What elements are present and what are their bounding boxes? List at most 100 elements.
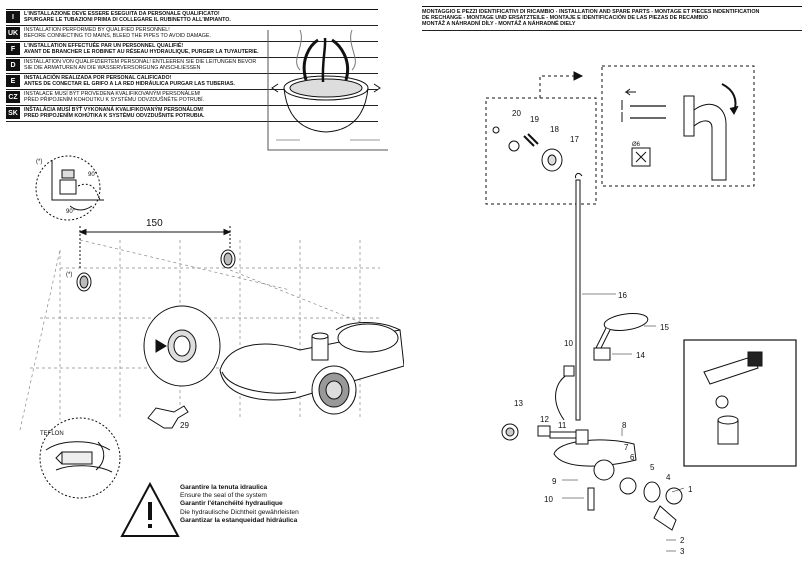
part-label: 13 (514, 399, 523, 408)
optional-mark: (*) (66, 272, 72, 278)
language-row: E INSTALACIÓN REALIZADA POR PERSONAL CALI… (6, 75, 378, 88)
warning-line: Garantir l'étanchéité hydraulique (180, 500, 283, 508)
cartridge-parts (587, 477, 683, 531)
mixer-body (219, 322, 404, 415)
language-code: E (6, 75, 20, 87)
language-row: F L'INSTALLATION EFFECTUÉE PAR UN PERSONN… (6, 43, 378, 56)
part-label: 16 (618, 291, 627, 300)
part-label: 3 (680, 547, 685, 556)
row-divider (6, 41, 378, 42)
header-top-rule (6, 9, 378, 10)
part-label: 10 (544, 495, 553, 504)
warning-line: Die hydraulische Dichtheit gewährleisten (180, 508, 299, 516)
language-warning-text: INSTALACIÓN REALIZADA POR PERSONAL CALIF… (24, 75, 235, 87)
language-warning-text: INSTALLATION PERFORMED BY QUALIFIED PERS… (24, 27, 211, 39)
hose-holder-detail (703, 351, 763, 445)
language-row: SK INŠTALÁCIA MUSÍ BÝŤ VYKONANÁ KVALIFIKO… (6, 107, 378, 120)
hose (555, 365, 575, 421)
warning-line: Ensure the seal of the system (180, 492, 267, 500)
part-label: 14 (636, 351, 645, 360)
part-label: 18 (550, 125, 559, 134)
warning-line-2: AVANT DE BRANCHER LE ROBINET AU RÉSEAU H… (24, 49, 259, 56)
language-code: UK (6, 27, 20, 39)
part-label: 8 (622, 421, 627, 430)
warning-line-1: INSTALLATION VON QUALIFIZIERTEM PERSONAL… (24, 59, 257, 65)
warning-line-1: L'INSTALLAZIONE DEVE ESSERE ESEGUITA DA … (24, 11, 220, 17)
row-divider (6, 121, 378, 122)
part-label: 10 (564, 339, 573, 348)
language-code: I (6, 11, 20, 23)
language-row: UK INSTALLATION PERFORMED BY QUALIFIED PE… (6, 27, 378, 40)
fixing-kit (492, 126, 563, 172)
wrench (147, 405, 189, 429)
angle-label: 90° (66, 209, 76, 215)
warning-line-2: PRED PRIPOJENÍM KOHÚTIKA K SYSTÉMU ODVZD… (24, 113, 205, 120)
warning-line-1: INSTALACIÓN REALIZADA POR PERSONAL CALIF… (24, 75, 172, 81)
warning-line-1: INSTALACE MUSÍ BÝT PROVEDENA KVALIFIKOVA… (24, 91, 201, 97)
row-divider (6, 73, 378, 74)
part-label: 17 (570, 135, 579, 144)
right-header-line: DE RECHANGE - MONTAGE UND ERSATZTEILE - … (422, 15, 709, 22)
teflon-detail (39, 417, 121, 499)
warning-line-2: SIE DIE ARMATUREN AN DIE WASSERVERSORGUN… (24, 65, 201, 72)
language-row: I L'INSTALLAZIONE DEVE ESSERE ESEGUITA DA… (6, 11, 378, 24)
language-warning-text: INSTALLATION VON QUALIFIZIERTEM PERSONAL… (24, 59, 256, 71)
optional-mark: (*) (36, 159, 42, 165)
dimension-label: 150 (146, 218, 163, 229)
warning-line-2: ANTES DE CONECTAR EL GRIFO A LA RED HIDR… (24, 81, 235, 88)
part-label: 6 (630, 453, 635, 462)
language-code: SK (6, 107, 20, 119)
right-header-bottom-rule (422, 30, 802, 31)
part-label: 12 (540, 415, 549, 424)
part-label: 19 (530, 115, 539, 124)
mixer-body-exploded (553, 429, 637, 481)
dimension-line (78, 226, 232, 270)
warning-line-2: BEFORE CONNECTING TO MAINS, BLEED THE PI… (24, 33, 211, 40)
right-header-title: MONTAGGIO E PEZZI IDENTIFICATIVI DI RICA… (422, 9, 802, 28)
spare-parts-diagram: Ø6 20 19 18 17 16 15 14 10 (485, 65, 797, 556)
language-row: CZ INSTALACE MUSÍ BÝT PROVEDENA KVALIFIKO… (6, 91, 378, 104)
part-label: 4 (666, 473, 671, 482)
warning-triangle-icon (120, 481, 180, 537)
part-29-label: 29 (180, 421, 189, 430)
warning-line: Garantizar la estanqueidad hidráulica (180, 516, 298, 524)
part-label: 1 (688, 485, 693, 494)
cover-plate (143, 305, 221, 387)
right-header-line: MONTÁŽ A NÁHRADNÍ DÍLY - MONTÁŽ A NÁHRAD… (422, 21, 576, 28)
warning-line-1: INSTALLATION PERFORMED BY QUALIFIED PERS… (24, 27, 170, 33)
language-code: F (6, 43, 20, 55)
language-warning-text: INŠTALÁCIA MUSÍ BÝŤ VYKONANÁ KVALIFIKOVA… (24, 107, 205, 119)
part-label: 2 (680, 536, 685, 545)
diameter-label: Ø6 (632, 142, 641, 148)
part-label: 9 (552, 477, 557, 486)
language-code: CZ (6, 91, 20, 103)
language-row: D INSTALLATION VON QUALIFIZIERTEM PERSONA… (6, 59, 378, 72)
part-label: 5 (650, 463, 655, 472)
riser-rail (575, 172, 583, 421)
warning-line-2: PŘED PŘIPOJENÍM KOHOUTKU K SYSTÉMU ODVZD… (24, 97, 205, 104)
language-warning-text: INSTALACE MUSÍ BÝT PROVEDENA KVALIFIKOVA… (24, 91, 204, 103)
row-divider (6, 89, 378, 90)
language-warning-text: L'INSTALLAZIONE DEVE ESSERE ESEGUITA DA … (24, 11, 231, 23)
row-divider (6, 25, 378, 26)
part-label: 11 (558, 421, 567, 430)
small-parts (501, 423, 581, 441)
warning-line-2: SPURGARE LE TUBAZIONI PRIMA DI COLLEGARE… (24, 17, 231, 24)
row-divider (6, 57, 378, 58)
warning-line: Garantire la tenuta idraulica (180, 484, 268, 491)
eccentric-fitting (76, 249, 236, 292)
part-label: 7 (624, 443, 629, 452)
slider (593, 347, 611, 361)
pipe-flushing-illustration (267, 29, 388, 151)
part-label: 20 (512, 109, 521, 118)
detail-boxes (485, 65, 797, 467)
language-code: D (6, 59, 20, 71)
installation-diagram: (*) 90° 90° 150 (*) (19, 29, 404, 537)
language-warning-text: L'INSTALLATION EFFECTUÉE PAR UN PERSONNE… (24, 43, 259, 55)
warning-line-1: L'INSTALLATION EFFECTUÉE PAR UN PERSONNE… (24, 43, 184, 49)
angle-label: 90° (88, 172, 98, 178)
part-label: 15 (660, 323, 669, 332)
warning-line-1: INŠTALÁCIA MUSÍ BÝŤ VYKONANÁ KVALIFIKOVA… (24, 107, 204, 113)
teflon-label: TEFLON (40, 431, 64, 437)
wall-bracket-detail (621, 83, 739, 181)
